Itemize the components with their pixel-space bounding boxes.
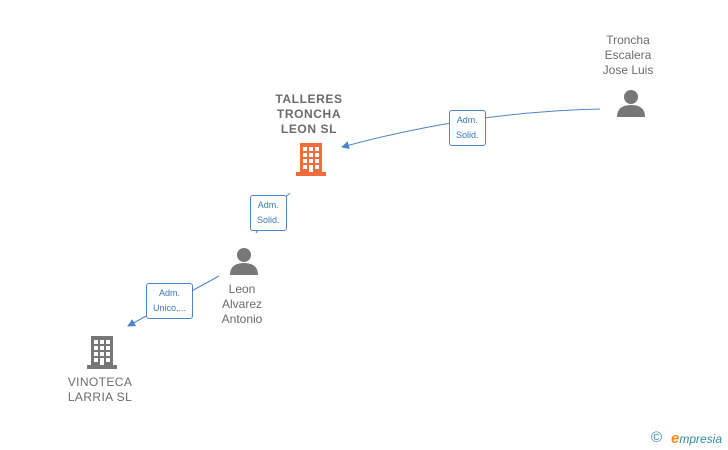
person-top-line-2: Escalera — [604, 48, 652, 62]
person-top-label[interactable]: Troncha Escalera Jose Luis — [592, 33, 664, 78]
empresia-logo[interactable]: empresia — [671, 430, 722, 447]
edge-label-mid-line-2: Solid. — [257, 215, 280, 225]
edge-label-top-to-main[interactable]: Adm. Solid. — [449, 110, 486, 146]
main-company-line-3: LEON SL — [280, 122, 338, 136]
edge-label-mid-to-bottom[interactable]: Adm. Unico,... — [146, 283, 194, 319]
edge-label-mid-line-1: Adm. — [257, 200, 279, 210]
person-top-line-3: Jose Luis — [602, 63, 654, 77]
edge-label-top-line-2: Solid. — [456, 130, 479, 140]
brand-initial: e — [671, 430, 680, 447]
edge-label-mid-to-main[interactable]: Adm. Solid. — [250, 195, 287, 231]
person-mid-line-2: Alvarez — [221, 297, 262, 311]
edge-label-bottom-line-1: Adm. — [159, 288, 181, 298]
person-top-line-1: Troncha — [606, 33, 650, 47]
main-company-line-2: TRONCHA — [276, 107, 342, 121]
building-icon-bottom[interactable] — [85, 334, 119, 370]
company-bottom-line-1: VINOTECA — [67, 375, 133, 389]
building-icon-main[interactable] — [294, 141, 328, 177]
main-company-label[interactable]: TALLERES TRONCHA LEON SL — [270, 92, 348, 137]
main-company-line-1: TALLERES — [275, 92, 343, 106]
person-icon-mid[interactable] — [228, 246, 260, 276]
company-bottom-label[interactable]: VINOTECA LARRIA SL — [58, 375, 142, 405]
person-mid-line-1: Leon — [228, 282, 256, 296]
copyright-symbol: © — [651, 429, 663, 446]
company-bottom-line-2: LARRIA SL — [67, 390, 133, 404]
edge-label-top-line-1: Adm. — [456, 115, 478, 125]
person-mid-label[interactable]: Leon Alvarez Antonio — [206, 282, 278, 327]
brand-rest: mpresia — [679, 432, 723, 446]
person-icon-top[interactable] — [615, 88, 647, 118]
edge-label-bottom-line-2: Unico,... — [153, 303, 187, 313]
person-mid-line-3: Antonio — [221, 312, 263, 326]
